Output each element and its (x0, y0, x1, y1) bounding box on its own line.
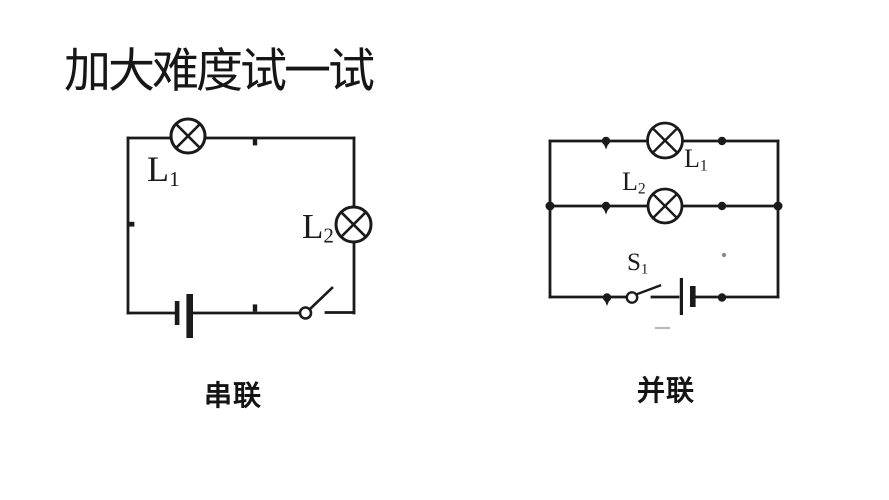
wire-joint-nub (252, 139, 258, 146)
lamp-cross (650, 126, 680, 155)
wire-joint-nub (252, 304, 258, 312)
lamp-symbol-l1 (169, 117, 207, 155)
parallel-lamp-l1-label: L1 (684, 146, 708, 174)
label-subscript: 2 (323, 223, 334, 248)
battery-symbol (679, 278, 696, 315)
series-circuit-diagram (126, 117, 373, 338)
junction-dot (717, 136, 727, 146)
battery-symbol (174, 294, 193, 338)
parallel-switch-s1-label: S1 (627, 250, 648, 277)
switch-symbol-s1 (625, 283, 662, 304)
parallel-caption: 并联 (637, 375, 696, 406)
label-main: L (147, 149, 169, 189)
label-main: L (302, 207, 324, 246)
lamp-cross (174, 122, 202, 150)
switch-lever (308, 286, 334, 311)
battery-long-plate (679, 278, 683, 315)
label-subscript: 1 (169, 166, 180, 191)
series-lamp-l2-label: L2 (302, 209, 334, 247)
junction-dot-tail (604, 300, 610, 306)
label-main: L (622, 167, 638, 196)
label-main: L (684, 144, 700, 173)
junction-dot (601, 136, 611, 146)
stray-mark-dot (721, 252, 727, 258)
battery-short-plate (174, 301, 180, 325)
switch-lever (635, 283, 662, 296)
junction-dot (545, 201, 555, 211)
junction-dot (602, 293, 612, 302)
lamp-symbol-l2 (646, 187, 684, 225)
lamp-symbol-l1 (646, 121, 684, 160)
junction-dot (601, 201, 611, 211)
label-subscript: 2 (637, 180, 646, 198)
page-title: 加大难度试一试 (64, 46, 375, 98)
switch-pivot (298, 306, 313, 320)
lamp-symbol-l2 (334, 205, 373, 244)
series-caption: 串联 (204, 380, 263, 411)
label-subscript: 1 (640, 261, 649, 278)
label-subscript: 1 (699, 157, 708, 175)
lamp-cross (339, 210, 368, 239)
wire-joint-nub (129, 221, 135, 227)
parallel-circuit-diagram (545, 121, 783, 330)
series-lamp-l1-label: L1 (147, 151, 180, 190)
junction-dot (717, 293, 727, 302)
battery-short-plate (690, 286, 696, 307)
junction-dot-tail (603, 143, 609, 150)
parallel-lamp-l2-label: L2 (622, 169, 646, 197)
label-main: S (627, 249, 641, 276)
battery-long-plate (186, 294, 193, 338)
junction-dot-tail (603, 208, 609, 215)
switch-pivot (625, 291, 639, 304)
junction-dot (773, 201, 783, 211)
switch-symbol (298, 286, 334, 320)
junction-dot (717, 201, 727, 211)
lamp-cross (651, 192, 679, 220)
